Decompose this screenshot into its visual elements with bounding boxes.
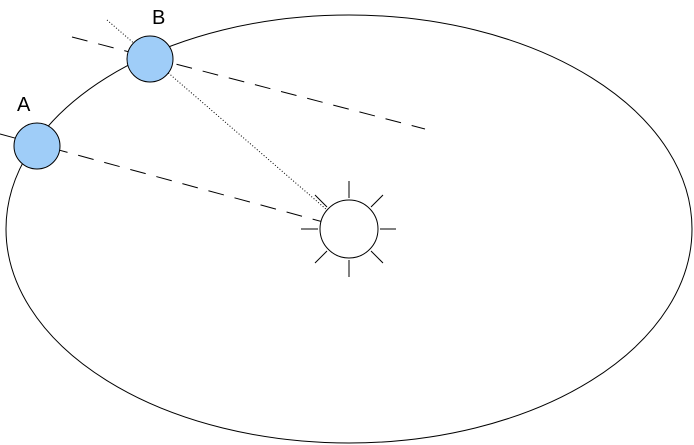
planet-a-label: A	[17, 94, 31, 116]
sun-icon	[301, 181, 396, 277]
planet-a	[13, 122, 61, 170]
tangent-line-b	[71, 36, 426, 130]
orbit-ellipse	[5, 14, 693, 444]
radius-line-b-to-sun	[106, 19, 350, 230]
planet-b	[126, 35, 174, 83]
planet-b-label: B	[152, 7, 166, 29]
